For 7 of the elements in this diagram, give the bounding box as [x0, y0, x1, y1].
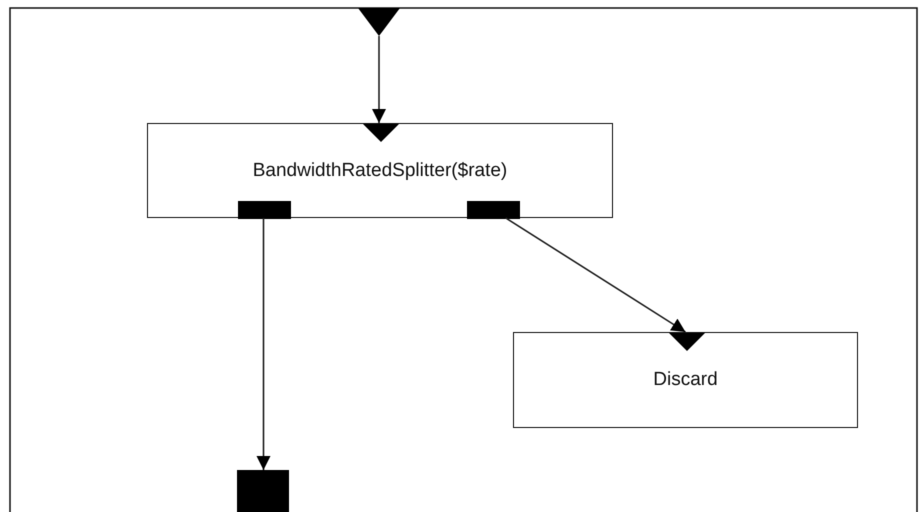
arrow [505, 217, 686, 333]
arrow [256, 218, 270, 470]
process-box [513, 332, 858, 428]
arrow [372, 36, 386, 123]
node-label: BandwidthRatedSplitter($rate) [252, 160, 508, 182]
node-label: Discard [653, 369, 718, 391]
process-box [147, 123, 613, 218]
